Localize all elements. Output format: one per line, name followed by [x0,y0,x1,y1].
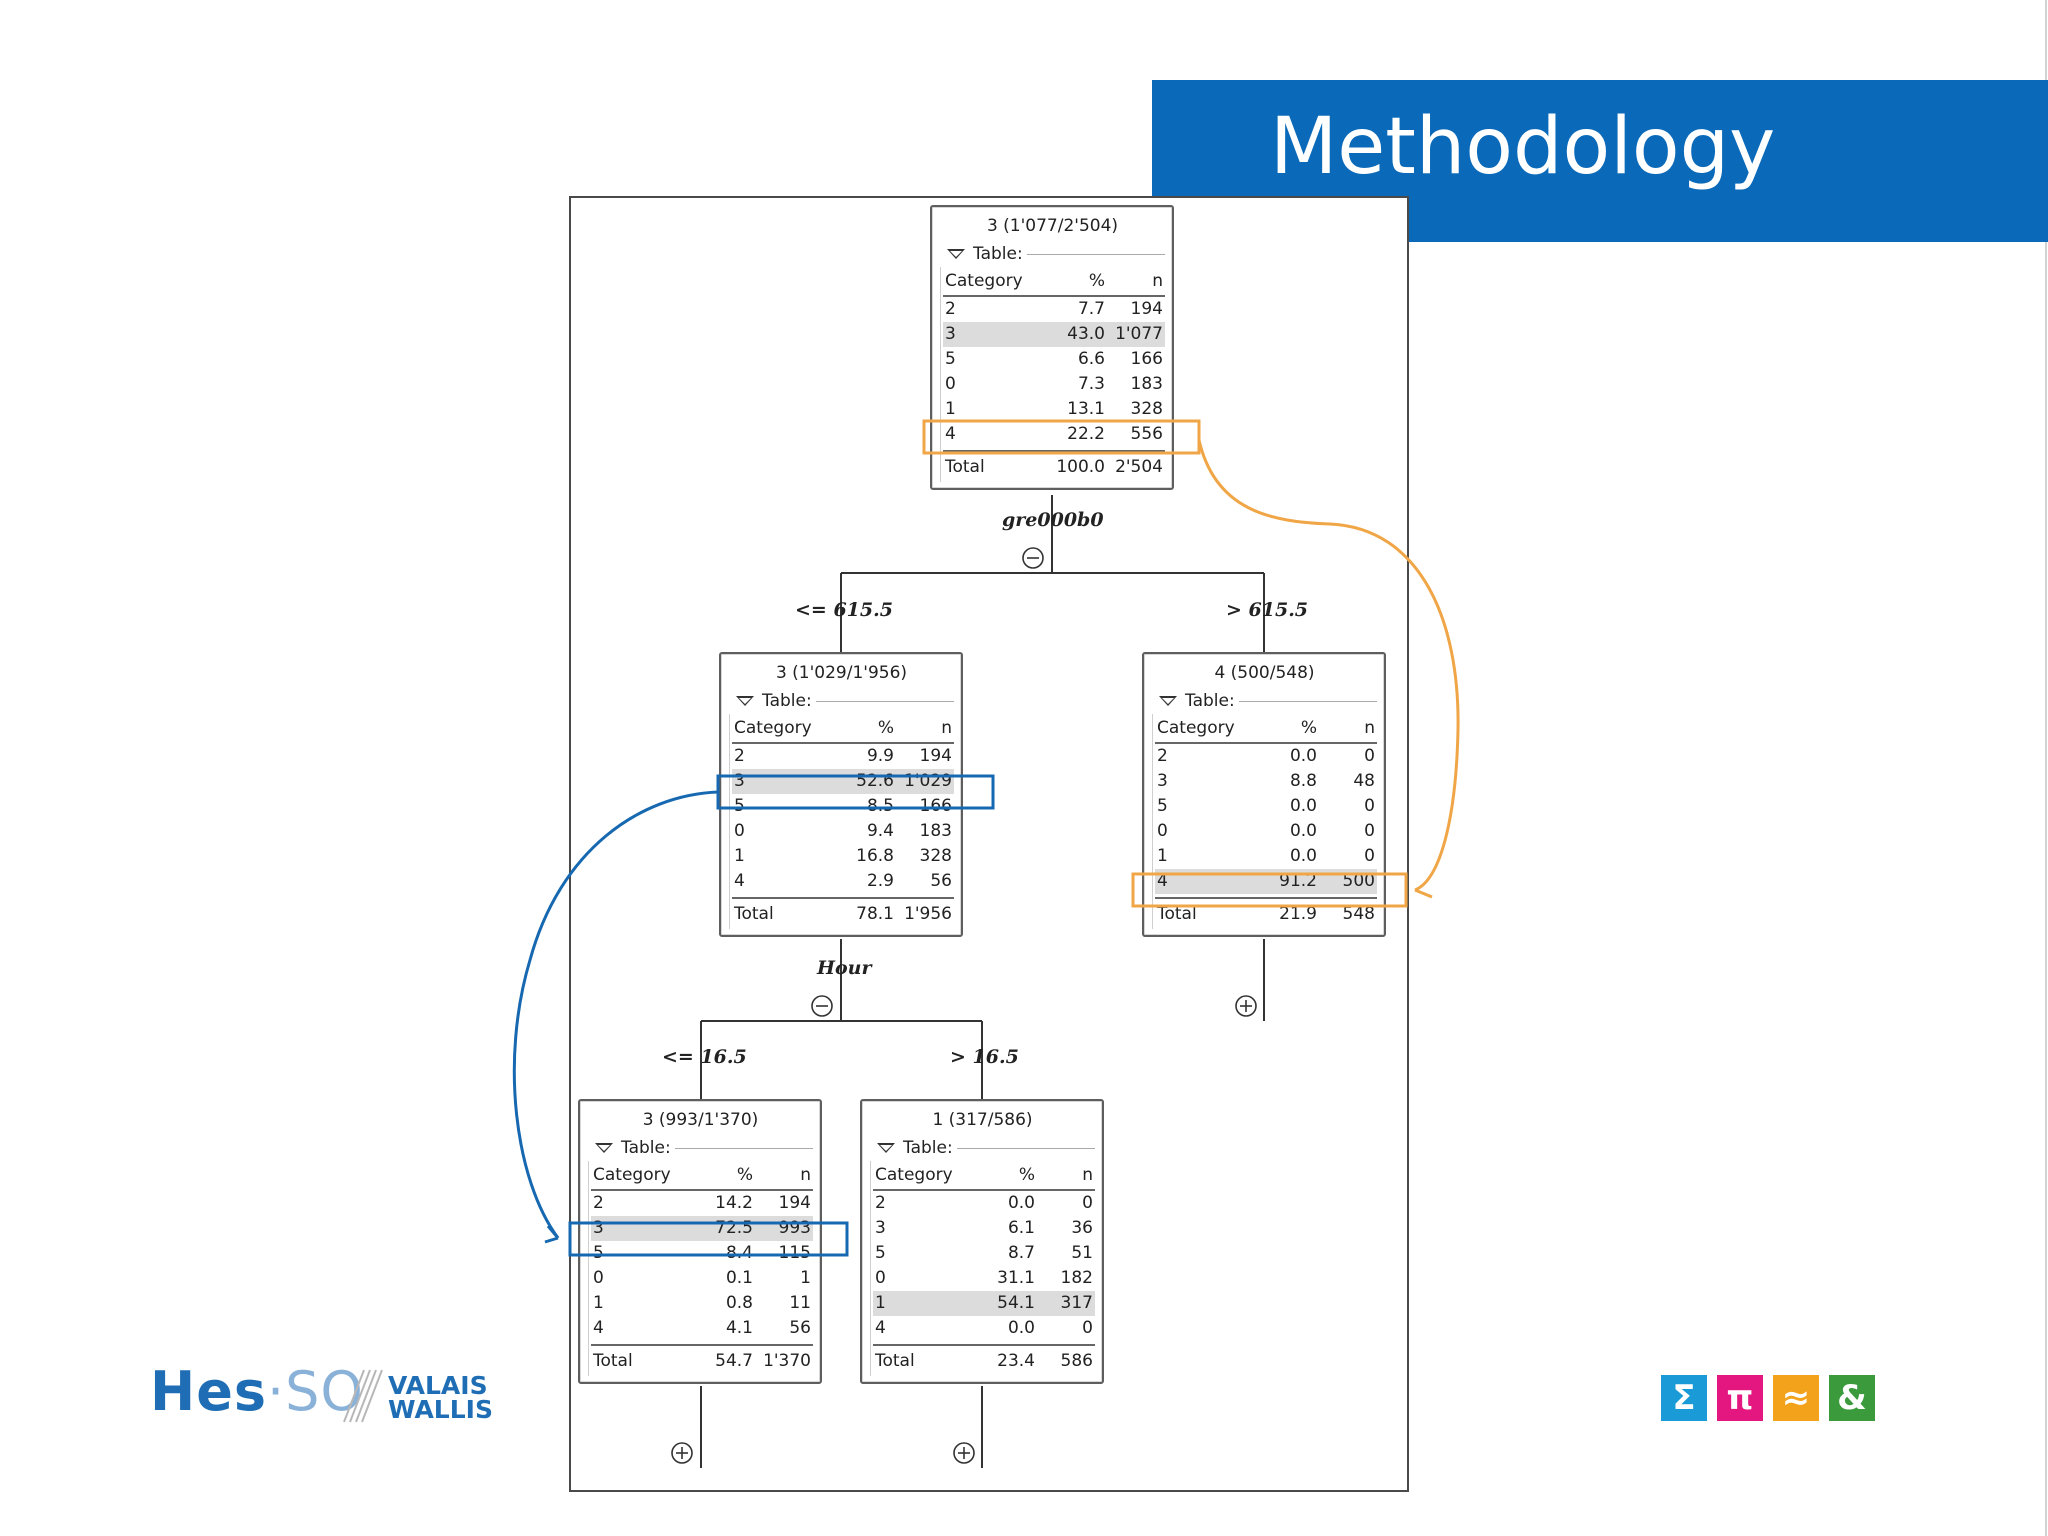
hes-so-logo: Hes·SO VALAIS WALLIS [150,1360,493,1423]
logo-suffix: SO [285,1360,364,1423]
collapse-triangle-icon [877,1143,895,1153]
ampersand-icon: & [1829,1375,1875,1421]
table-label: Table: [973,244,1023,264]
split-condition-leftright: > 16.5 [950,1046,1019,1068]
table-toggle[interactable]: Table: [1152,688,1377,714]
expand-icon-leftright [953,1442,975,1464]
right-edge-line [2045,0,2047,1536]
table-header-row: Category%n [943,267,1165,297]
table-toggle[interactable]: Table: [588,1135,813,1161]
logo-region: VALAIS WALLIS [388,1371,493,1424]
split-condition-right: > 615.5 [1226,599,1309,621]
split-attribute-root: gre000b0 [1002,509,1104,531]
logo-region-line-1: VALAIS [388,1371,488,1400]
collapse-triangle-icon [947,249,965,259]
split-condition-leftleft: <= 16.5 [662,1046,747,1068]
logo-brand: Hes [150,1360,267,1423]
table-header-row: Category%n [1155,714,1377,744]
collapse-triangle-icon [736,696,754,706]
expand-icon-right [1235,995,1257,1017]
split-condition-left: <= 615.5 [795,599,893,621]
logo-dot: · [266,1360,286,1423]
table-label: Table: [903,1138,953,1158]
node-title: 3 (1'029/1'956) [775,663,908,683]
split-attribute-left: Hour [817,957,872,979]
approx-icon: ≈ [1773,1375,1819,1421]
expand-icon-leftleft [671,1442,693,1464]
sigma-icon: Σ [1661,1375,1707,1421]
table-label: Table: [1185,691,1235,711]
table-toggle[interactable]: Table: [940,241,1165,267]
collapse-triangle-icon [1159,696,1177,706]
table-header-row: Category%n [591,1161,813,1191]
table-label: Table: [621,1138,671,1158]
table-header-row: Category%n [873,1161,1095,1191]
node-title: 3 (993/1'370) [642,1110,759,1130]
table-toggle[interactable]: Table: [729,688,954,714]
table-header-row: Category%n [732,714,954,744]
logo-region-line-2: WALLIS [388,1395,493,1424]
logo-slashes-icon [343,1369,383,1423]
table-toggle[interactable]: Table: [870,1135,1095,1161]
pi-icon: π [1717,1375,1763,1421]
node-title: 3 (1'077/2'504) [986,216,1119,236]
collapse-icon-root [1022,547,1044,569]
collapse-triangle-icon [595,1143,613,1153]
collapse-icon-left [811,995,833,1017]
table-label: Table: [762,691,812,711]
node-title: 4 (500/548) [1214,663,1315,683]
node-title: 1 (317/586) [932,1110,1033,1130]
slide-title: Methodology [1270,102,1776,192]
